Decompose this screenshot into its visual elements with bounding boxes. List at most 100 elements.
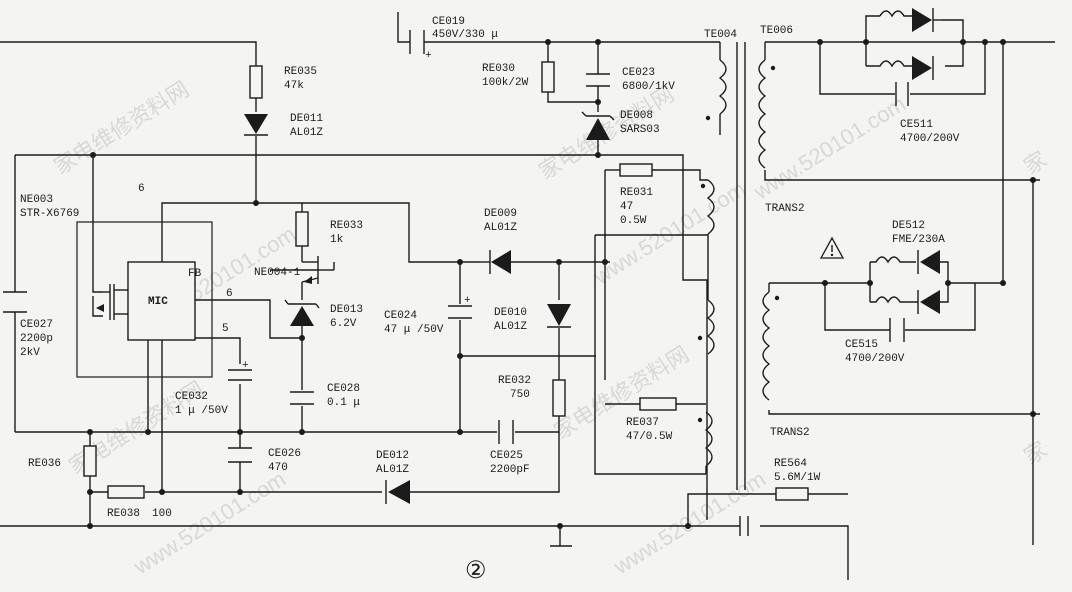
label-pin6-mic: 6 — [226, 288, 233, 300]
label-ce032: CE032 — [175, 391, 208, 403]
resistor-re037 — [639, 397, 677, 411]
label-ce024-value: 47 μ /50V — [384, 324, 444, 336]
label-re030: RE030 — [482, 63, 515, 75]
diode-de008 — [581, 111, 615, 140]
resistor-re035 — [249, 65, 263, 99]
resistor-re038 — [107, 485, 145, 499]
label-trans2-a: TRANS2 — [765, 203, 805, 215]
label-de009-value: AL01Z — [484, 222, 517, 234]
label-ce023-value: 6800/1kV — [622, 81, 675, 93]
label-de008-value: SARS03 — [620, 124, 660, 136]
label-re564: RE564 — [774, 458, 807, 470]
label-trans2-b: TRANS2 — [770, 427, 810, 439]
svg-text:+: + — [242, 360, 249, 372]
mosfet-symbol — [92, 284, 149, 432]
label-de009: DE009 — [484, 208, 517, 220]
transistor-ne004 — [301, 256, 335, 284]
warning-icon — [819, 236, 845, 259]
label-re038: RE038 — [107, 508, 140, 520]
figure-number: ② — [465, 556, 487, 584]
label-de011: DE011 — [290, 113, 323, 125]
label-re032: RE032 — [498, 375, 531, 387]
capacitor-ce025 — [498, 420, 514, 444]
label-re564-value: 5.6M/1W — [774, 472, 821, 484]
capacitor-ce032: + — [228, 360, 252, 381]
label-ce028-value: 0.1 μ — [327, 397, 360, 409]
label-te006: TE006 — [760, 25, 793, 37]
capacitor-ce515 — [889, 318, 905, 342]
label-ce026-value: 470 — [268, 462, 288, 474]
capacitor-ce027 — [3, 291, 27, 313]
resistor-re031 — [619, 163, 653, 177]
label-de013: DE013 — [330, 304, 363, 316]
label-ce027-value1: 2200p — [20, 333, 53, 345]
label-ce027: CE027 — [20, 319, 53, 331]
capacitor-ce019: + — [409, 30, 432, 62]
label-ce024: CE024 — [384, 310, 417, 322]
label-de012-value: AL01Z — [376, 464, 409, 476]
resistor-re564 — [775, 487, 809, 501]
label-ce511: CE511 — [900, 119, 933, 131]
label-re038-value: 100 — [152, 508, 172, 520]
ic-mic — [127, 261, 196, 341]
label-de512: DE512 — [892, 220, 925, 232]
label-re036: RE036 — [28, 458, 61, 470]
transformer-secondary — [758, 59, 780, 401]
label-ce511-value: 4700/200V — [900, 133, 960, 145]
label-ce025-value: 2200pF — [490, 464, 530, 476]
watermark: 家电维修资料网 — [549, 341, 693, 444]
label-ne003-value: STR-X6769 — [20, 208, 79, 220]
wires — [0, 12, 1055, 580]
label-fb: FB — [188, 268, 202, 280]
label-ce032-value: 1 μ /50V — [175, 405, 228, 417]
label-pin5: 5 — [222, 323, 229, 335]
label-de008: DE008 — [620, 110, 653, 122]
label-de011-value: AL01Z — [290, 127, 323, 139]
ic-ne003-module — [76, 221, 213, 378]
diode-de512 — [870, 250, 949, 314]
label-re033: RE033 — [330, 220, 363, 232]
capacitor-ce028 — [290, 391, 314, 405]
label-re035: RE035 — [284, 66, 317, 78]
label-mic: MIC — [148, 296, 168, 308]
label-ne004: NE004-1 — [254, 267, 301, 279]
label-ce019: CE019 — [432, 16, 465, 28]
capacitor-ce511 — [895, 82, 909, 106]
label-re030-value: 100k/2W — [482, 77, 529, 89]
watermark: 家 — [1019, 436, 1051, 469]
labels: CE019 450V/330 μ TE004 TE006 RE035 47k R… — [20, 16, 960, 584]
diode-de009 — [480, 250, 511, 274]
diode-de010 — [547, 304, 571, 328]
watermark-layer: 家电维修资料网 www.520101.com 家电维修资料网 www.52010… — [49, 76, 1051, 579]
resistor-re032 — [552, 379, 566, 417]
label-ce023: CE023 — [622, 67, 655, 79]
watermark: www.520101.com — [749, 91, 910, 205]
diode-de012 — [385, 480, 410, 504]
label-re037-value: 47/0.5W — [626, 431, 673, 443]
diode-de011 — [244, 114, 268, 136]
junction-dots — [87, 39, 1036, 529]
label-re033-value: 1k — [330, 234, 344, 246]
label-ce026: CE026 — [268, 448, 301, 460]
label-de012: DE012 — [376, 450, 409, 462]
resistor-re030 — [541, 61, 555, 93]
label-re035-value: 47k — [284, 80, 304, 92]
label-ce027-value2: 2kV — [20, 347, 40, 359]
label-ce025: CE025 — [490, 450, 523, 462]
transformer-primary — [697, 59, 727, 474]
label-de512-value: FME/230A — [892, 234, 945, 246]
watermark: www.520101.com — [589, 176, 750, 290]
label-ce515: CE515 — [845, 339, 878, 351]
label-ce515-value: 4700/200V — [845, 353, 905, 365]
label-re031-value2: 0.5W — [620, 215, 647, 227]
watermark: 家 — [1019, 146, 1051, 179]
label-ne003: NE003 — [20, 194, 53, 206]
capacitor-ce024: + — [448, 295, 472, 319]
label-pin6-top: 6 — [138, 183, 145, 195]
label-de013-value: 6.2V — [330, 318, 357, 330]
label-te004: TE004 — [704, 29, 737, 41]
zener-de013 — [284, 299, 320, 326]
svg-text:+: + — [464, 295, 471, 307]
resistor-re033 — [295, 211, 309, 247]
